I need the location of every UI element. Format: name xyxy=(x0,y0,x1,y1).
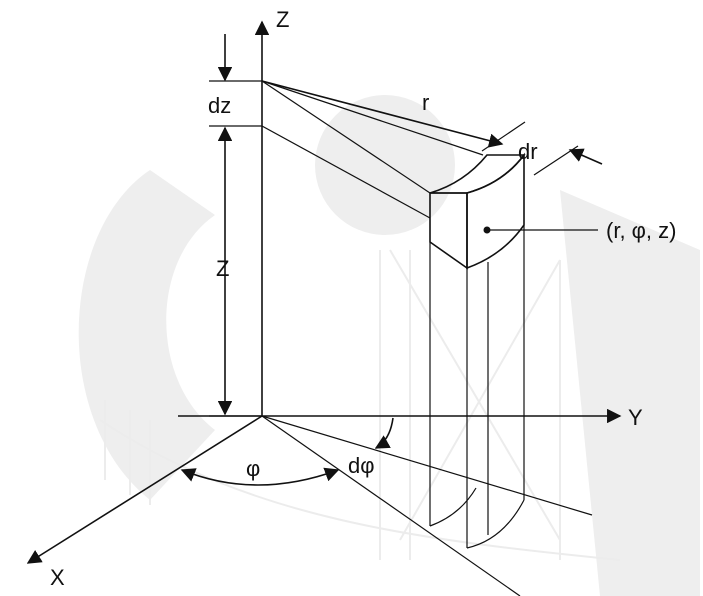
r-label: r xyxy=(422,90,429,115)
ray-to-element-top xyxy=(261,80,484,156)
dz-label: dz xyxy=(208,93,231,118)
z-height-label: Z xyxy=(216,256,229,281)
background-watermark xyxy=(78,95,700,596)
dphi-arc xyxy=(374,417,394,449)
point-marker xyxy=(483,226,491,234)
point-label: (r, φ, z) xyxy=(606,218,676,243)
x-axis xyxy=(26,415,263,564)
z-axis-label: Z xyxy=(276,7,289,32)
base-arc-outer xyxy=(466,499,525,549)
y-axis-label: Y xyxy=(628,405,643,430)
dr-arrow xyxy=(568,148,603,165)
ray-to-element-lower xyxy=(261,125,431,219)
dr-tick-left xyxy=(481,121,526,152)
dr-label: dr xyxy=(518,139,538,164)
phi-arc xyxy=(180,467,340,486)
ray-to-r-arrow xyxy=(261,80,504,148)
dphi-label: dφ xyxy=(348,453,375,478)
radial-line-upper xyxy=(261,415,593,516)
phi-label: φ xyxy=(246,456,260,481)
ray-to-element-front xyxy=(261,80,431,194)
radial-line-lower xyxy=(261,415,521,596)
x-axis-label: X xyxy=(50,565,65,590)
base-arc-inner xyxy=(429,487,477,527)
